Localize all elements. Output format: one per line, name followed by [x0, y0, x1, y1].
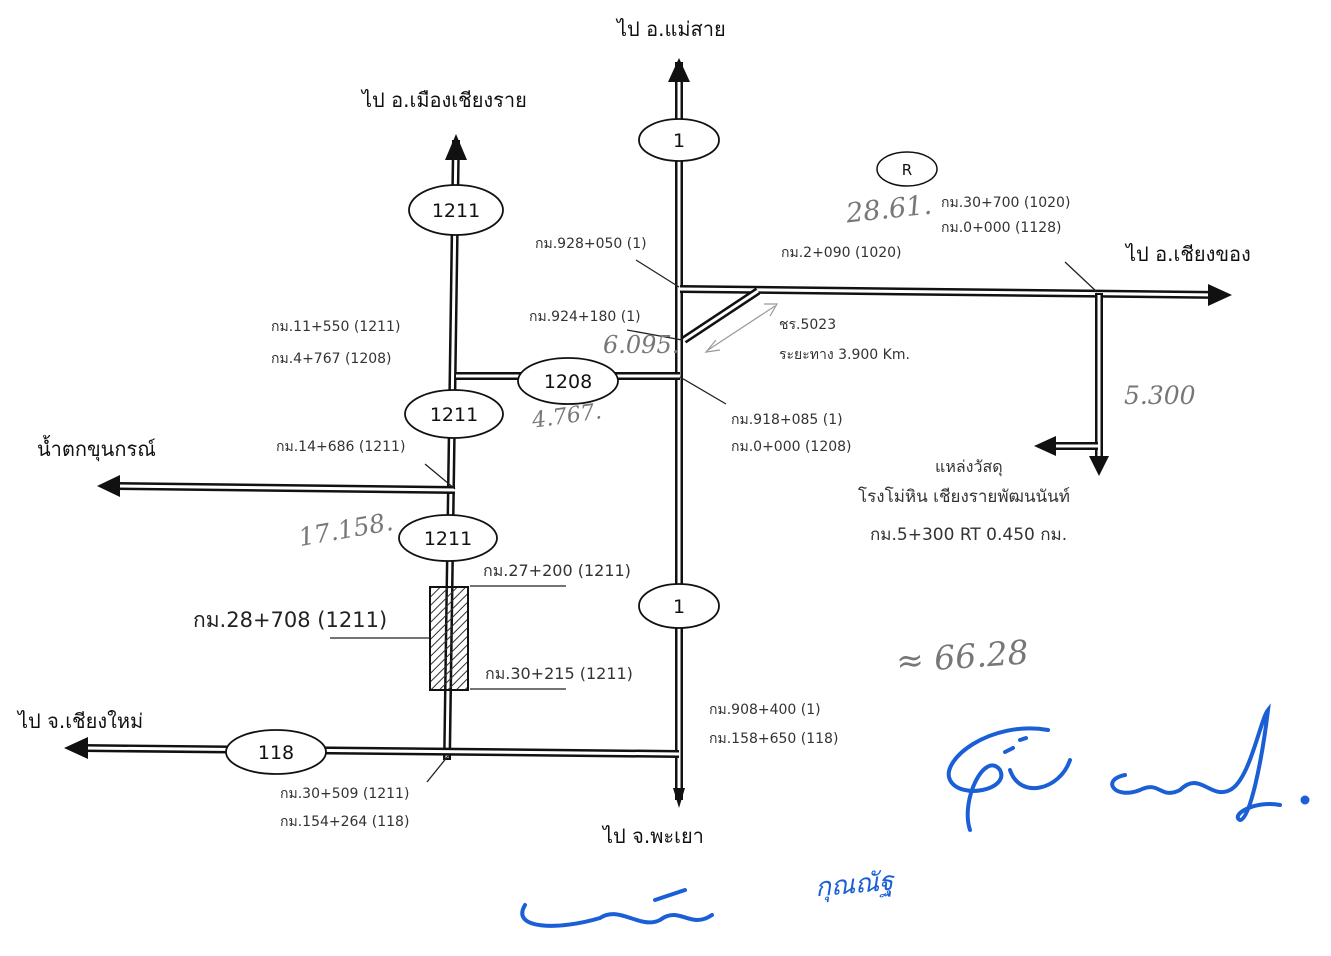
handwritten-6-095: 6.095. — [603, 331, 680, 359]
handwritten-66-28: ≈ 66.28 — [894, 632, 1030, 681]
spur-route-label: ชร.5023 — [779, 317, 837, 333]
signature-3 — [520, 888, 714, 928]
quarry-km: กม.5+300 RT 0.450 กม. — [870, 525, 1068, 545]
destination-phayao: ไป จ.พะเยา — [603, 824, 704, 848]
distance-arrow — [704, 303, 779, 353]
road-118 — [64, 737, 680, 759]
destination-chiang-khong: ไป อ.เชียงของ — [1126, 242, 1251, 266]
km-label-28708: กม.28+708 (1211) — [193, 608, 388, 632]
route-marker-1211-mid: 1211 — [404, 389, 504, 439]
spur-distance-label: ระยะทาง 3.900 Km. — [779, 347, 910, 363]
km-label-14686: กม.14+686 (1211) — [276, 439, 406, 455]
construction-section — [429, 586, 469, 691]
r-marker: R — [876, 151, 938, 187]
handwritten-5-300: 5.300 — [1124, 381, 1196, 410]
km-label-924: กม.924+180 (1) — [529, 309, 641, 325]
km-label-11550: กม.11+550 (1211) — [271, 319, 401, 335]
km-label-928: กม.928+050 (1) — [535, 236, 647, 252]
quarry-title: แหล่งวัสดุ — [935, 457, 1003, 476]
route-label: 1211 — [424, 528, 472, 550]
quarry-name: โรงโม่หิน เชียงรายพัฒนนันท์ — [858, 487, 1071, 507]
route-marker-1208: 1208 — [517, 357, 619, 405]
km-label-4767: กม.4+767 (1208) — [271, 351, 392, 367]
route-label: 118 — [258, 742, 294, 764]
road-quarry — [1034, 293, 1109, 476]
km-label-30215: กม.30+215 (1211) — [485, 664, 633, 683]
signature-2 — [1110, 703, 1310, 823]
km-label-0000-1208: กม.0+000 (1208) — [731, 439, 852, 455]
destination-chiang-mai: ไป จ.เชียงใหม่ — [18, 709, 144, 733]
route-marker-1-top: 1 — [638, 118, 720, 162]
km-label-2090: กม.2+090 (1020) — [781, 245, 902, 261]
km-label-30509: กม.30+509 (1211) — [280, 786, 410, 802]
signature-caption: กุณณัฐ — [813, 866, 895, 904]
destination-namtok: น้ำตกขุนกรณ์ — [37, 437, 156, 461]
signature-1 — [946, 726, 1072, 832]
km-label-154264: กม.154+264 (118) — [280, 814, 410, 830]
km-label-918: กม.918+085 (1) — [731, 412, 843, 428]
road-5023 — [681, 287, 761, 344]
r-marker-label: R — [902, 161, 912, 179]
route-label: 1211 — [432, 200, 480, 222]
km-label-908: กม.908+400 (1) — [709, 702, 821, 718]
road-namtok — [97, 475, 456, 497]
route-label: 1208 — [544, 371, 592, 393]
destination-mueang-chiang-rai: ไป อ.เมืองเชียงราย — [362, 88, 527, 112]
km-label-0000-1128: กม.0+000 (1128) — [941, 220, 1062, 236]
route-label: 1 — [673, 130, 685, 152]
route-marker-1-mid: 1 — [638, 583, 720, 629]
route-marker-1211-top: 1211 — [408, 184, 504, 236]
leader-lines — [330, 259, 1098, 783]
route-marker-1211-low: 1211 — [398, 514, 498, 562]
km-label-158650: กม.158+650 (118) — [709, 731, 839, 747]
km-label-30700: กม.30+700 (1020) — [941, 195, 1071, 211]
road-1 — [668, 58, 690, 808]
road-1020 — [679, 284, 1232, 306]
route-label: 1211 — [430, 404, 478, 426]
route-label: 1 — [673, 596, 685, 618]
km-label-27200: กม.27+200 (1211) — [483, 561, 631, 580]
route-marker-118: 118 — [225, 729, 327, 775]
destination-mae-sai: ไป อ.แม่สาย — [617, 17, 726, 41]
